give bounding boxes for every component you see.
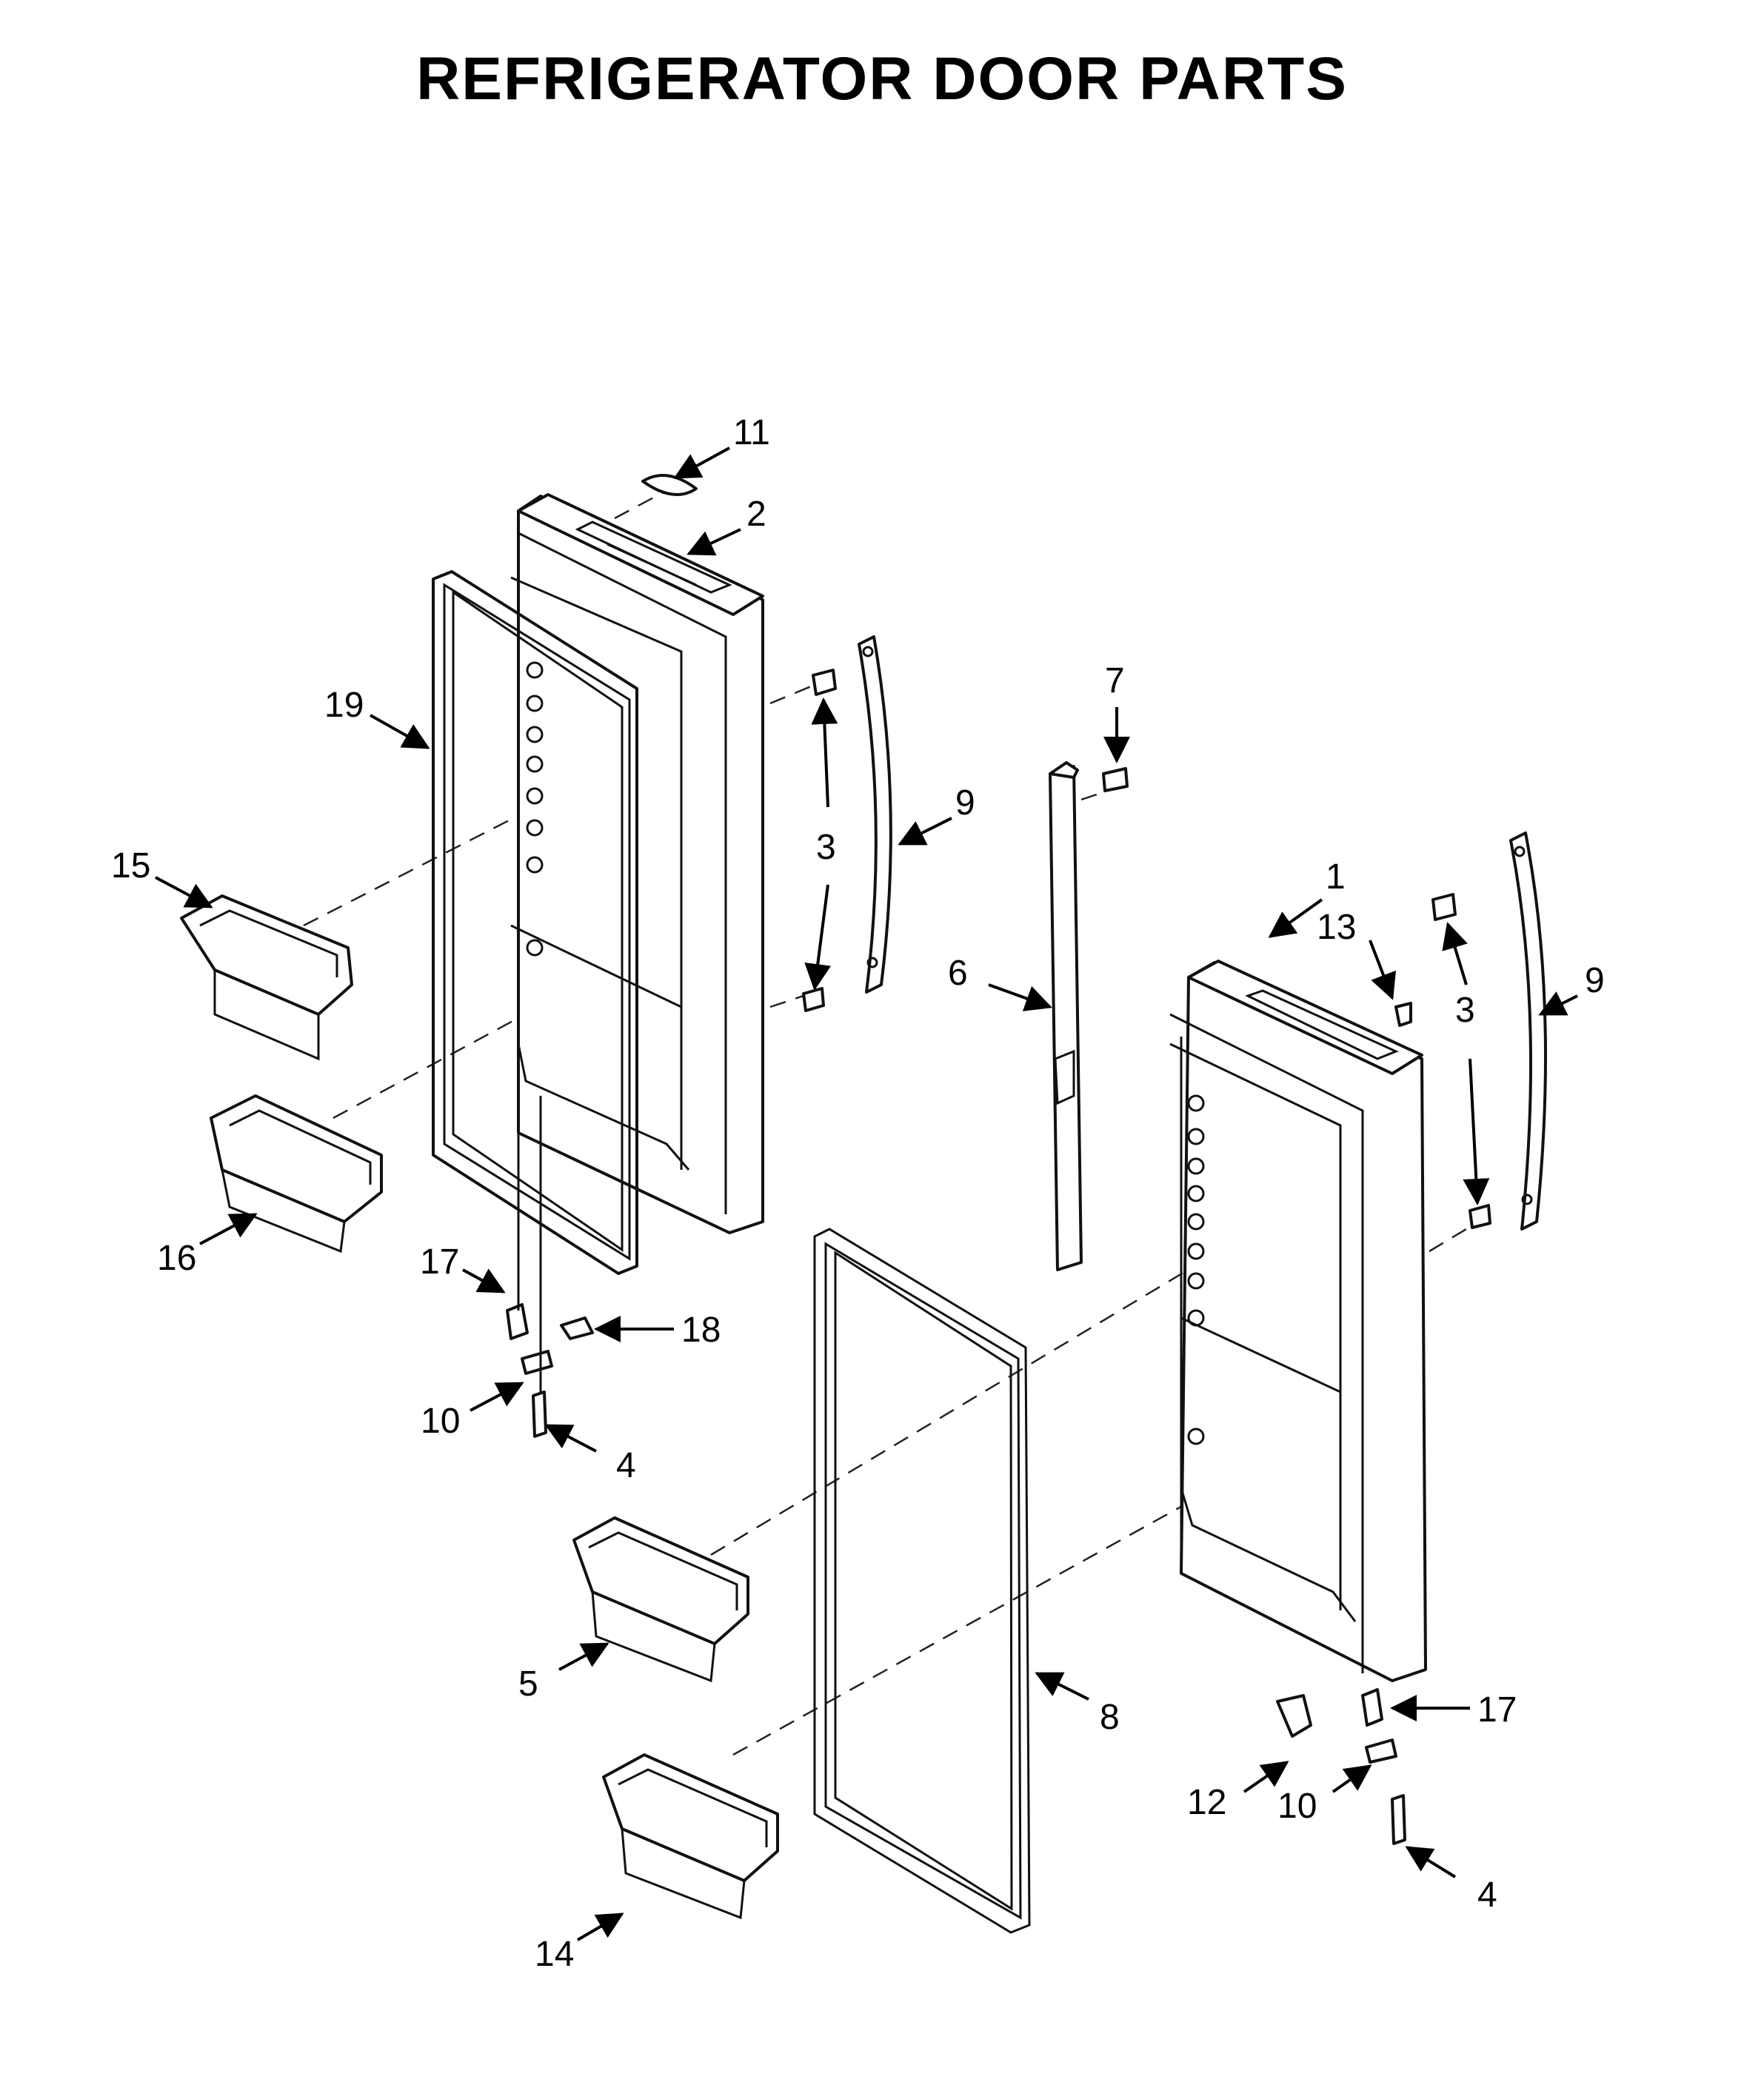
callout-14: 14: [535, 1935, 574, 1974]
left-door-gasket: [432, 570, 638, 1275]
left-door-liner: [510, 493, 764, 1234]
right-liner-shelf-pegs: [1187, 1094, 1205, 1445]
callout-11: 11: [733, 413, 770, 452]
right-door-gasket: [813, 1228, 1031, 1934]
callout-6: 6: [948, 954, 968, 993]
callout-3-left: 3: [816, 828, 836, 867]
callout-10-left: 10: [421, 1402, 460, 1441]
callout-12: 12: [1187, 1783, 1226, 1822]
callout-4-right: 4: [1477, 1875, 1497, 1915]
callout-18: 18: [681, 1311, 721, 1350]
callout-7: 7: [1105, 661, 1125, 700]
callout-2: 2: [746, 495, 766, 534]
diagram-title: REFRIGERATOR DOOR PARTS: [416, 45, 1348, 113]
door-liner-shelf-pegs: [526, 661, 544, 957]
callout-15: 15: [111, 846, 150, 886]
callout-9-left: 9: [955, 783, 975, 823]
right-handle-mount-studs: [1431, 893, 1491, 1229]
left-door-handle: [858, 635, 892, 994]
plug-part-13: [1394, 1002, 1412, 1027]
hinge-gasket-part: [641, 474, 698, 496]
left-handle-mount-studs: [802, 669, 837, 1012]
callout-9-right: 9: [1585, 961, 1605, 1000]
callout-17-right: 17: [1477, 1690, 1517, 1730]
callout-19: 19: [324, 686, 364, 725]
door-bin-14: [602, 1753, 779, 1920]
callout-10-right: 10: [1277, 1787, 1317, 1826]
callout-labels: 11 2 19 3 9 7 6 1 13 3 9 15 16 17 18 10 …: [111, 413, 1605, 1974]
screw-part-7: [1102, 767, 1129, 792]
door-bin-5: [572, 1516, 749, 1683]
door-bin-16: [210, 1094, 383, 1254]
callout-13: 13: [1317, 908, 1356, 947]
callout-3-right: 3: [1455, 991, 1475, 1030]
right-hinge-hardware: [1276, 1688, 1406, 1845]
center-handle-mount: [1049, 761, 1083, 1271]
right-door-handle: [1509, 831, 1547, 1231]
callout-4-left: 4: [616, 1446, 636, 1485]
door-bin-15: [180, 894, 353, 1061]
callout-16: 16: [157, 1239, 196, 1278]
callout-1: 1: [1326, 857, 1346, 897]
left-hinge-hardware: [506, 1096, 594, 1438]
callout-5: 5: [518, 1664, 538, 1704]
callout-leaders: [155, 446, 1578, 1941]
callout-17-left: 17: [420, 1242, 459, 1282]
right-door-liner: [1169, 960, 1427, 1682]
callout-8: 8: [1100, 1698, 1120, 1737]
